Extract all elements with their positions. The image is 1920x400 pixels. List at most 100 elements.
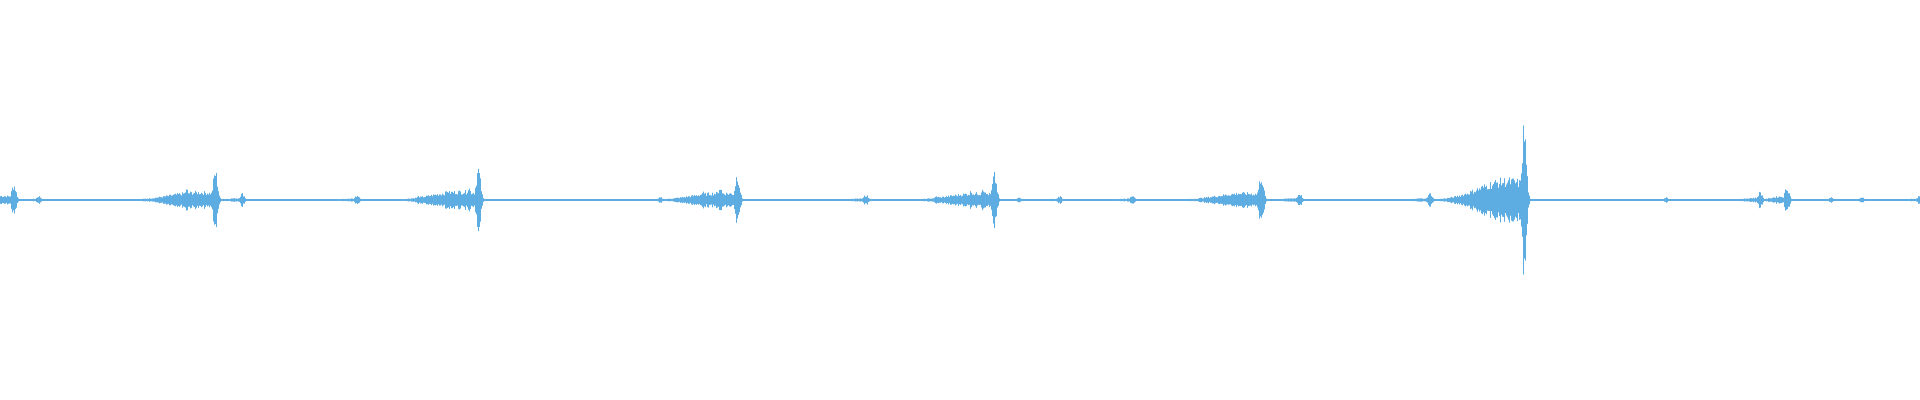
waveform-sample [689, 196, 690, 204]
waveform-sample [1454, 196, 1455, 204]
waveform-sample [925, 198, 926, 202]
waveform-sample [156, 197, 157, 203]
waveform-sample [700, 195, 701, 205]
waveform-sample [1910, 198, 1911, 202]
waveform-sample [1897, 199, 1898, 201]
waveform-sample [978, 195, 979, 205]
waveform-sample [1660, 199, 1661, 201]
waveform-sample [1830, 198, 1831, 202]
waveform-sample [1305, 199, 1306, 201]
waveform-sample [250, 199, 251, 201]
waveform-sample [728, 194, 729, 206]
waveform-sample [550, 199, 551, 201]
waveform-sample [18, 198, 19, 202]
waveform-sample [1306, 199, 1307, 201]
waveform-sample [436, 195, 437, 205]
waveform-sample [1276, 199, 1277, 201]
waveform-sample [182, 192, 183, 208]
waveform-sample [1040, 199, 1041, 201]
waveform-sample [508, 199, 509, 201]
waveform-sample [1271, 199, 1272, 201]
waveform-sample [556, 199, 557, 201]
waveform-sample [19, 199, 20, 201]
waveform-sample [1772, 197, 1773, 203]
waveform-sample [594, 199, 595, 201]
waveform-sample [94, 199, 95, 201]
waveform-sample [1827, 199, 1828, 201]
waveform-sample [103, 199, 104, 201]
waveform-sample [1744, 198, 1745, 202]
waveform-sample [127, 199, 128, 201]
waveform-sample [457, 194, 458, 206]
waveform-sample [827, 199, 828, 201]
waveform-sample [1881, 199, 1882, 201]
waveform-sample [1857, 199, 1858, 201]
waveform-sample [333, 199, 334, 201]
waveform-sample [441, 195, 442, 205]
waveform-sample [1663, 199, 1664, 201]
waveform-sample [271, 199, 272, 201]
waveform-sample [459, 190, 460, 210]
waveform-sample [1615, 199, 1616, 201]
waveform-sample [1017, 198, 1018, 202]
waveform-sample [734, 190, 735, 210]
waveform-sample [1737, 199, 1738, 201]
waveform-sample [1800, 199, 1801, 201]
waveform-sample [285, 199, 286, 201]
waveform-sample [84, 199, 85, 201]
waveform-sample [1421, 198, 1422, 202]
waveform-sample [131, 199, 132, 201]
waveform-sample [358, 196, 359, 204]
waveform-sample [672, 198, 673, 202]
waveform-sample [125, 199, 126, 201]
waveform-sample [388, 199, 389, 201]
waveform-sample [572, 199, 573, 201]
waveform-sample [1851, 199, 1852, 201]
waveform-sample [540, 199, 541, 201]
waveform-sample [1605, 199, 1606, 201]
waveform-sample [453, 192, 454, 208]
waveform-sample [119, 199, 120, 201]
waveform-sample [465, 190, 466, 210]
waveform-sample [1041, 199, 1042, 201]
waveform-sample [579, 199, 580, 201]
waveform-sample [485, 199, 486, 201]
waveform-sample [1446, 198, 1447, 202]
waveform-sample [211, 192, 212, 208]
waveform-sample [933, 198, 934, 202]
waveform-sample [690, 197, 691, 203]
waveform-sample [1074, 199, 1075, 201]
waveform-sample [965, 193, 966, 207]
waveform-sample [117, 199, 118, 201]
waveform-sample [1638, 199, 1639, 201]
waveform-sample [1173, 199, 1174, 201]
waveform-sample [1786, 190, 1787, 210]
waveform-sample [266, 199, 267, 201]
waveform-sample [101, 199, 102, 201]
waveform-sample [288, 199, 289, 201]
waveform-sample [1715, 199, 1716, 201]
waveform-sample [437, 194, 438, 206]
waveform-sample [873, 199, 874, 201]
waveform-sample [346, 198, 347, 202]
waveform-sample [1228, 195, 1229, 205]
waveform-sample [976, 192, 977, 208]
waveform-sample [1567, 199, 1568, 201]
waveform-sample [1845, 199, 1846, 201]
waveform-sample [162, 197, 163, 203]
waveform-sample [1871, 199, 1872, 201]
waveform-sample [240, 196, 241, 204]
waveform-sample [1432, 197, 1433, 203]
waveform-sample [428, 195, 429, 205]
waveform-sample [912, 199, 913, 201]
waveform-sample [1270, 199, 1271, 201]
waveform-sample [327, 199, 328, 201]
waveform-sample [764, 199, 765, 201]
waveform-sample [604, 199, 605, 201]
waveform-sample [77, 199, 78, 201]
waveform-sample [1134, 197, 1135, 203]
waveform-sample [87, 199, 88, 201]
waveform-sample [1488, 189, 1489, 211]
waveform-sample [1239, 194, 1240, 206]
